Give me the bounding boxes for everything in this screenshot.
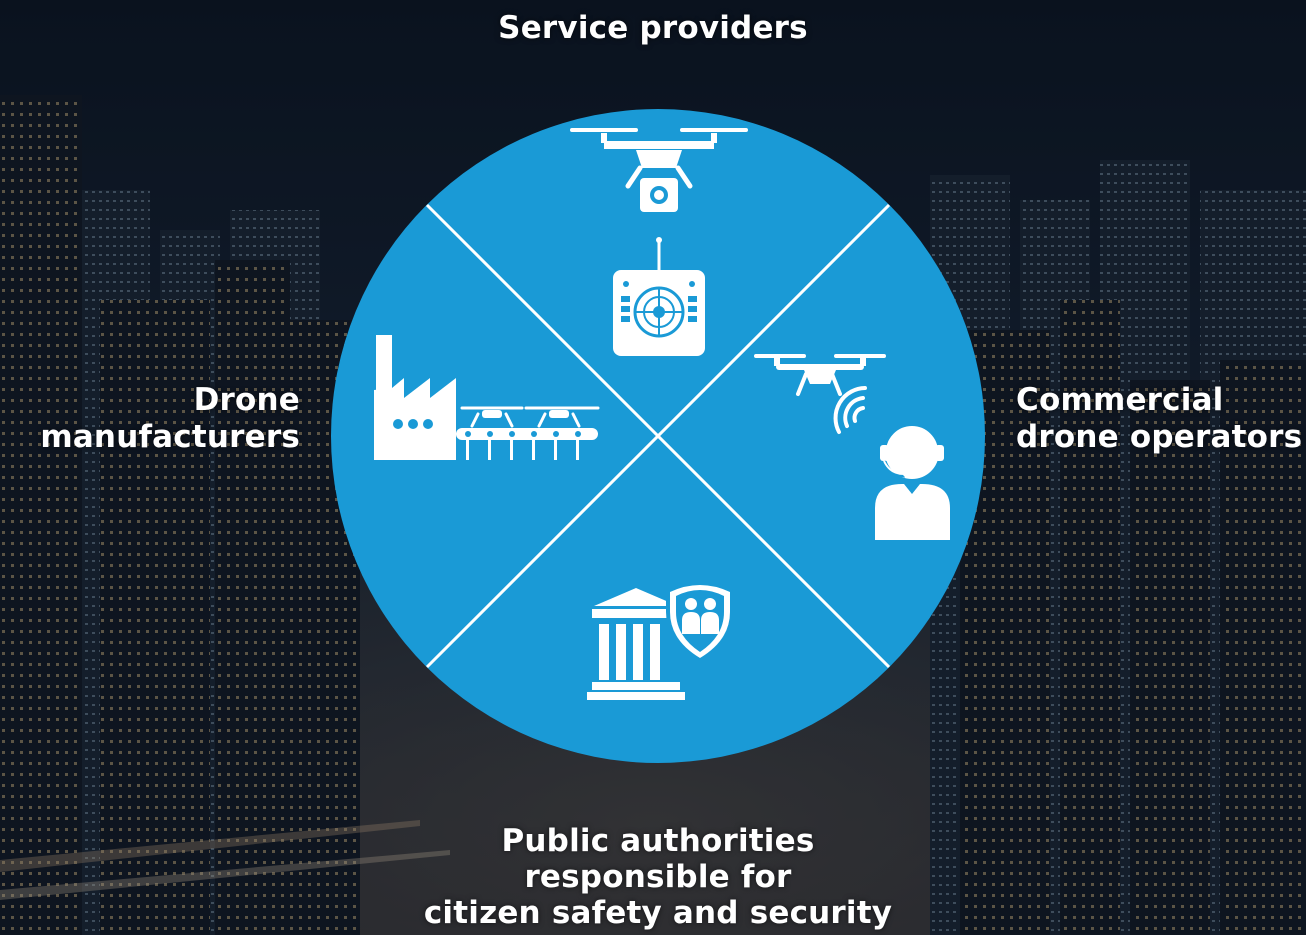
drone-camera-icon: [570, 128, 748, 212]
label-service-providers: Service providers: [0, 10, 1306, 47]
segment-dividers: [425, 203, 891, 669]
government-building-shield-icon: [587, 582, 734, 700]
label-line: manufacturers: [40, 419, 300, 455]
remote-controller-icon: [613, 237, 705, 356]
label-drone-manufacturers: Drone manufacturers: [40, 382, 300, 456]
label-line: Public authorities: [501, 823, 815, 859]
label-public-authorities: Public authorities responsible for citiz…: [0, 823, 1306, 931]
label-line: responsible for: [524, 859, 792, 895]
label-line: citizen safety and security: [423, 895, 893, 931]
label-line: drone operators: [1016, 419, 1303, 455]
drone-operator-headset-icon: [754, 354, 950, 540]
label-line: Drone: [193, 382, 300, 418]
label-line: Commercial: [1016, 382, 1224, 418]
label-line: Service providers: [498, 10, 808, 46]
factory-assembly-line-icon: [374, 335, 600, 460]
label-commercial-drone-operators: Commercial drone operators: [1016, 382, 1302, 456]
